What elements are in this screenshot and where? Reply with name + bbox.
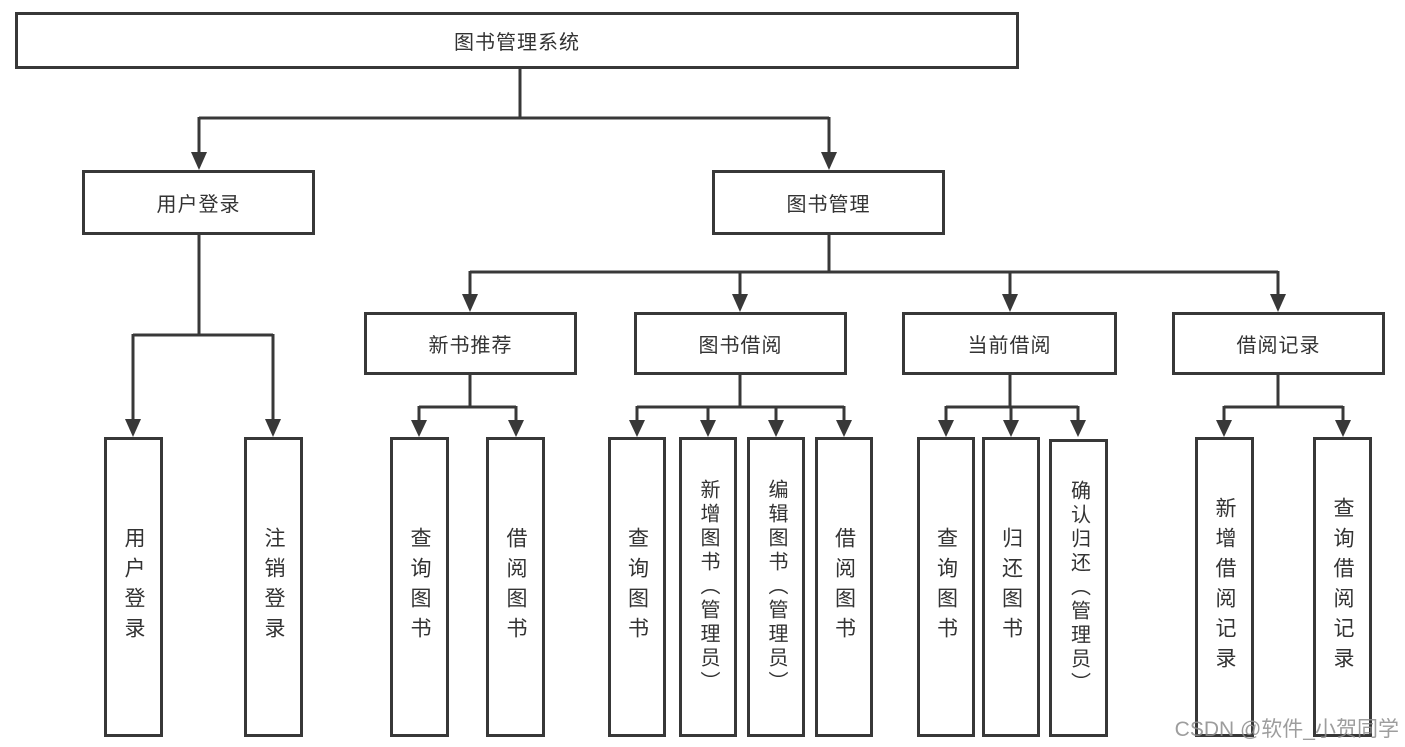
node-user-login: 用户登录 [82, 170, 315, 235]
leaf-query-books-current: 查询图书 [917, 437, 975, 737]
node-root: 图书管理系统 [15, 12, 1019, 69]
node-label: 归还图书 [999, 527, 1023, 647]
node-label: 确认归还（管理员） [1067, 480, 1090, 696]
leaf-add-books-admin: 新增图书（管理员） [679, 437, 737, 737]
node-new-book-recommendation: 新书推荐 [364, 312, 577, 375]
node-borrowing-records: 借阅记录 [1172, 312, 1385, 375]
node-label: 查询图书 [625, 527, 649, 647]
node-label: 图书管理 [786, 194, 871, 216]
node-label: 新增图书（管理员） [697, 479, 719, 695]
node-label: 新增借阅记录 [1213, 497, 1236, 677]
watermark-text: CSDN @软件_小贺同学 [1174, 718, 1399, 741]
leaf-logout-login: 注销登录 [244, 437, 303, 737]
node-label: 查询图书 [408, 527, 431, 647]
node-label: 新书推荐 [428, 335, 513, 357]
node-label: 用户登录 [122, 527, 145, 647]
leaf-borrow-books-recommend: 借阅图书 [486, 437, 545, 737]
leaf-query-books-recommend: 查询图书 [390, 437, 449, 737]
node-label: 借阅记录 [1236, 335, 1321, 357]
node-label: 借阅图书 [504, 527, 527, 647]
node-label: 注销登录 [262, 527, 285, 647]
leaf-add-borrow-record: 新增借阅记录 [1195, 437, 1254, 737]
leaf-borrow-books-borrow: 借阅图书 [815, 437, 873, 737]
node-label: 图书管理系统 [454, 32, 580, 54]
leaf-confirm-return-admin: 确认归还（管理员） [1049, 439, 1108, 737]
node-book-management: 图书管理 [712, 170, 945, 235]
node-label: 编辑图书（管理员） [765, 479, 787, 695]
node-current-borrowing: 当前借阅 [902, 312, 1117, 375]
node-label: 查询图书 [934, 527, 958, 647]
node-book-borrowing: 图书借阅 [634, 312, 847, 375]
leaf-edit-books-admin: 编辑图书（管理员） [747, 437, 805, 737]
leaf-user-login: 用户登录 [104, 437, 163, 737]
node-label: 查询借阅记录 [1331, 497, 1354, 677]
node-label: 图书借阅 [698, 335, 783, 357]
node-label: 用户登录 [156, 194, 241, 216]
node-label: 借阅图书 [832, 527, 856, 647]
node-label: 当前借阅 [967, 335, 1052, 357]
leaf-query-books-borrow: 查询图书 [608, 437, 666, 737]
leaf-return-books: 归还图书 [982, 437, 1040, 737]
leaf-query-borrow-record: 查询借阅记录 [1313, 437, 1372, 737]
